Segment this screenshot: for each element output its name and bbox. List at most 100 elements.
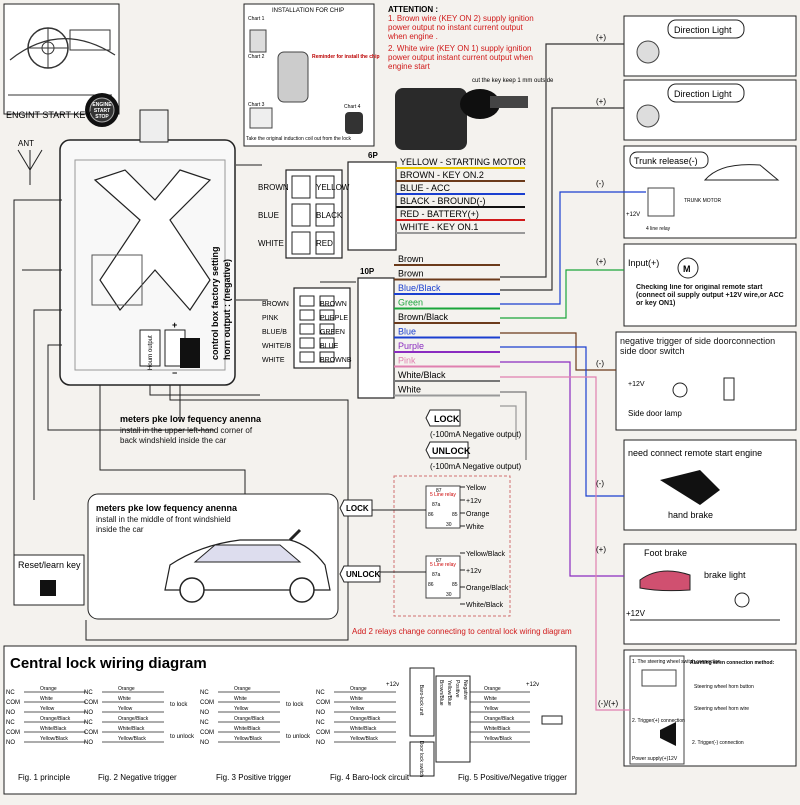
cl-plus12: +12v: [526, 682, 539, 688]
cl-wire-label: White/Black: [40, 726, 67, 732]
connector6-wire-label: WHITE - KEY ON.1: [400, 222, 478, 232]
trunk-12v: +12V: [626, 212, 640, 218]
connector6-right-label-visible: YELLOW: [316, 183, 350, 192]
connector10-pin: [299, 337, 315, 349]
foot-brake-panel: [623, 543, 797, 645]
lock-output-note: (-100mA Negative output): [430, 430, 521, 439]
cl-pin-label: COM: [84, 730, 98, 736]
reset-learn-key[interactable]: [13, 554, 85, 606]
connector10-wires: BrownBrownBlue/BlackGreenBrown/BlackBlue…: [394, 254, 500, 397]
foot-brake-label: Foot brake: [644, 548, 687, 558]
factory-setting-line1: control box factory setting: [210, 246, 220, 360]
antenna1-body-wrap: install in the upper left-hand corner of…: [120, 426, 252, 445]
connector10-pin: [299, 323, 315, 335]
chip-note-bottom: Take the original induction coil out fro…: [246, 136, 352, 142]
cl-pin-label: NO: [84, 740, 93, 746]
relay2-output: White/Black: [466, 602, 503, 609]
connector10-left-label: BROWN: [262, 301, 289, 308]
sign-trunk: (-): [596, 179, 604, 188]
connector10-right-label: BROWN: [320, 301, 347, 308]
connector10-right-label: PURPLE: [320, 315, 348, 322]
connector6-wire-label: BLUE - ACC: [400, 183, 451, 193]
relay2-pin: 85: [452, 582, 458, 588]
cl-pin-label: NC: [316, 690, 325, 696]
cl-to-unlock: to unlock: [286, 734, 311, 740]
antenna2-body: install in the middle of front windshiel…: [96, 515, 231, 534]
connector10-left-label: WHITE/B: [262, 343, 291, 350]
direction-light-2-panel: [623, 79, 797, 141]
cl-wire-label: Yellow/Black: [350, 736, 378, 742]
connector6-left-label: WHITE: [258, 239, 284, 248]
button-line1: ENGINE: [92, 102, 112, 108]
chip-reminder: Reminder for install the chip: [312, 54, 380, 60]
cl-pin-label: NC: [84, 720, 93, 726]
relay-box: [366, 475, 511, 617]
cl-pin-label: NC: [84, 690, 93, 696]
connector10-left-label: BLUE/B: [262, 329, 287, 336]
siren-s2b: 2. Trigger(-) connection: [692, 740, 744, 746]
cl-pin-label: COM: [6, 730, 20, 736]
relay-unlock-label: UNLOCK: [346, 570, 380, 579]
connector10-pin: [299, 351, 315, 363]
unlock-output-label: UNLOCK: [432, 446, 471, 456]
connector6-wire-label: BROWN - KEY ON.2: [400, 170, 484, 180]
reset-key-label: Reset/learn key: [18, 560, 81, 570]
connector10-pin: [319, 351, 335, 363]
baro-unit-label: Baro-lock unit: [418, 685, 424, 716]
engine-title: need connect remote start engine: [628, 448, 762, 458]
direction-light-1-label: Direction Light: [674, 25, 732, 35]
cl-fig-caption: Fig. 2 Negative trigger: [98, 773, 177, 782]
central-lock-figures: NCOrangeCOMWhiteNOYellowNCOrange/BlackCO…: [6, 682, 567, 782]
door-lamp-label: Side door lamp: [628, 409, 682, 418]
cl-wire-label: White/Black: [484, 726, 511, 732]
cl-wire-label: White: [118, 696, 131, 702]
sign-dir1: (+): [596, 33, 606, 42]
connector6-wire-label: YELLOW - STARTING MOTOR: [400, 157, 527, 167]
car-illustration: [164, 528, 331, 603]
cl-wire-label: Orange/Black: [234, 716, 265, 722]
connector6-right-label-visible: BLACK: [316, 211, 343, 220]
relay2-output: Yellow/Black: [466, 551, 506, 558]
relay-caption: Add 2 relays change connecting to centra…: [352, 627, 572, 636]
connector10-wire-label: Green: [398, 298, 423, 308]
control-box: [59, 109, 236, 386]
connector10-pin: [299, 309, 315, 321]
cl-wire-label: White: [234, 696, 247, 702]
cl-wire-label: White: [350, 696, 363, 702]
input-note: Checking line for original remote start …: [636, 284, 784, 307]
connector10-wire-label: Purple: [398, 341, 424, 351]
connector10-wire-label: Brown/Black: [398, 312, 449, 322]
cl-pin-label: COM: [84, 700, 98, 706]
cl-wire-label: Yellow/Black: [40, 736, 68, 742]
cl-wire-label: Orange/Black: [118, 716, 149, 722]
cl-motor-icon: [541, 715, 563, 725]
cl-wire-label: White/Black: [118, 726, 145, 732]
direction-light-2-label: Direction Light: [674, 89, 732, 99]
trunk-motor-label: TRUNK MOTOR: [684, 198, 722, 204]
relay1-pin: 30: [446, 522, 452, 528]
cl-fig-caption: Fig. 5 Positive/Negative trigger: [458, 773, 567, 782]
trunk-relay-label: 4 line relay: [646, 226, 671, 232]
cl-wire-label: Orange: [40, 686, 57, 692]
relay2-pin: 87: [436, 558, 442, 564]
cl-wire-label: Orange: [484, 686, 501, 692]
cl-wire-label: Yellow: [350, 706, 365, 712]
baro-lock-unit: [409, 667, 471, 777]
connector10-wire-label: White: [398, 385, 421, 395]
cl-to-lock: to lock: [286, 702, 304, 708]
chip-chart4: Chart 4: [344, 104, 361, 110]
relay1-pin: 87: [436, 488, 442, 494]
cl-pin-label: COM: [316, 700, 330, 706]
connector10-wire-label: Brown: [398, 269, 424, 279]
attention-note1-wrap: 1. Brown wire (KEY ON 2) supply ignition…: [388, 14, 534, 41]
antenna1-title: meters pke low fequency anenna: [120, 414, 262, 424]
attention-note2-wrap: 2. White wire (KEY ON 1) supply ignition…: [388, 44, 533, 71]
cl-wire-label: Yellow: [40, 706, 55, 712]
cl-wire-label: Orange/Black: [484, 716, 515, 722]
siren-s1-btn: Steering wheel horn button: [694, 684, 754, 690]
connector10-right-label: BLUE: [320, 343, 339, 350]
chip-instruction-panel: [243, 3, 375, 147]
engine-start-key-label: ENGINT START KEY: [6, 110, 91, 120]
